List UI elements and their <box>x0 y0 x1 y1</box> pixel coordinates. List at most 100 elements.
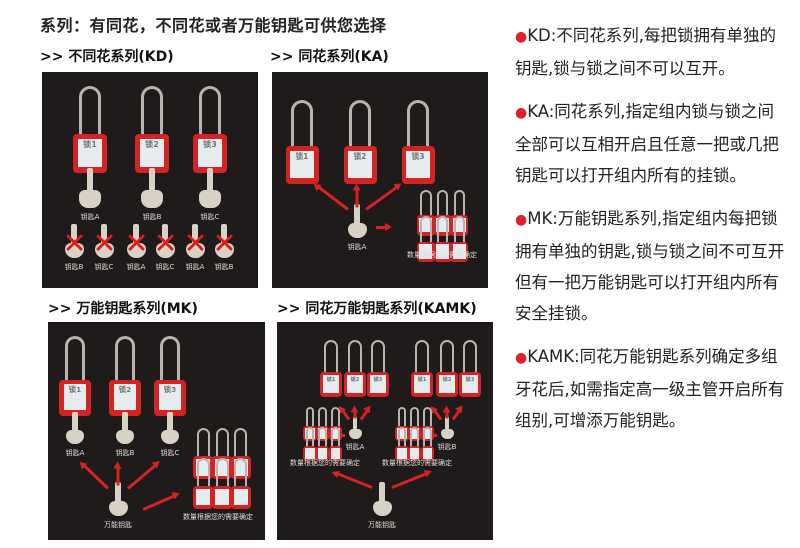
lock-label: 锁3 <box>462 374 478 393</box>
arrow-icon <box>451 408 462 421</box>
bullet-icon: ● <box>515 105 528 121</box>
lock-label <box>409 447 420 459</box>
kamk-header: >> 同花万能钥匙系列(KAMK) <box>277 301 477 317</box>
lock-label: 锁2 <box>347 374 363 393</box>
key-head <box>440 429 454 440</box>
key-icon: ✕ <box>63 224 87 260</box>
shackle <box>234 457 248 491</box>
lock-label <box>422 447 432 459</box>
cross-icon: ✕ <box>183 226 208 260</box>
key-icon <box>161 412 179 446</box>
lock-label: 锁3 <box>197 138 223 168</box>
cross-icon: ✕ <box>92 226 117 260</box>
lock-label <box>196 488 211 506</box>
key-icon: ✕ <box>92 224 117 260</box>
key-icon <box>372 482 392 518</box>
padlock <box>315 426 330 461</box>
padlock: 锁2 <box>343 100 377 184</box>
key-label: 钥匙B <box>142 213 162 221</box>
ka-header: >> 同花系列(KA) <box>270 49 389 65</box>
lock-label <box>305 447 315 459</box>
lock-label <box>233 488 249 506</box>
qty-label: 数量根据您的需要确定 <box>382 459 452 467</box>
key-icon <box>348 416 362 441</box>
padlock: 锁2 <box>109 336 141 416</box>
arrow-icon <box>376 223 392 231</box>
shackle <box>397 407 407 430</box>
desc-text: KA:同花系列,指定组内锁与锁之间全部可以互相开启且任意一把或几把钥匙可以打开组… <box>515 102 779 185</box>
key-label: 钥匙A <box>345 443 365 451</box>
key-blade <box>379 482 385 503</box>
key-blade <box>72 412 78 432</box>
arrow-icon <box>82 463 110 490</box>
shackle <box>397 426 407 450</box>
cross-icon: ✕ <box>153 226 178 260</box>
key-label: 万能钥匙 <box>368 521 396 529</box>
key-label: 钥匙A <box>185 263 205 271</box>
shackle <box>410 407 419 430</box>
key-icon <box>79 168 101 210</box>
shackle <box>140 86 164 139</box>
bullet-icon: ● <box>515 212 528 228</box>
desc-ka: ●KA:同花系列,指定组内锁与锁之间全部可以互相开启且任意一把或几把钥匙可以打开… <box>515 96 790 191</box>
key-blade <box>71 224 77 245</box>
key-blade <box>162 224 168 245</box>
qty-label: 数量根据您的需要确定 <box>407 251 477 259</box>
key-blade <box>101 224 107 245</box>
key-blade <box>122 412 128 432</box>
shackle <box>215 428 229 461</box>
padlock <box>193 457 214 509</box>
padlock: 锁2 <box>435 340 459 397</box>
shackle <box>305 426 315 450</box>
arrow-icon <box>142 494 176 511</box>
desc-text: KAMK:同花万能钥匙系列确定多组牙花后,如需指定高一级主管开启所有组别,可增添… <box>515 347 785 430</box>
shackle <box>414 340 430 376</box>
lock-label: 锁2 <box>348 150 372 178</box>
shackle <box>370 340 386 376</box>
key-label: 万能钥匙 <box>104 521 132 529</box>
key-blade <box>133 224 139 245</box>
arrow-icon <box>445 410 449 419</box>
key-icon <box>116 412 134 446</box>
description-list: ●KD:不同花系列,每把锁拥有单独的钥匙,锁与锁之间不可以互开。 ●KA:同花系… <box>515 20 790 448</box>
padlock <box>407 426 422 461</box>
arrow-icon <box>336 471 373 489</box>
padlock: 锁1 <box>410 340 434 397</box>
lock-label: 锁2 <box>113 384 137 411</box>
key-blade <box>115 482 121 503</box>
key-head <box>66 430 84 445</box>
key-blade <box>167 412 173 432</box>
shackle <box>422 426 432 450</box>
shackle <box>462 340 478 376</box>
shackle <box>318 407 327 430</box>
key-blade <box>206 168 214 193</box>
key-head <box>141 190 163 208</box>
padlock <box>420 426 435 461</box>
padlock <box>416 216 435 262</box>
key-head <box>372 501 392 517</box>
padlock: 锁3 <box>401 100 435 184</box>
lock-label <box>397 447 407 459</box>
key-icon <box>440 416 454 441</box>
lock-label: 锁1 <box>323 374 339 393</box>
lock-label: 锁3 <box>406 150 430 178</box>
lock-label: 锁3 <box>158 384 182 411</box>
key-label: 钥匙A <box>80 213 100 221</box>
shackle <box>347 340 363 376</box>
shackle <box>349 100 371 151</box>
bullet-icon: ● <box>515 29 528 45</box>
key-head <box>214 243 234 259</box>
key-head <box>347 223 367 239</box>
padlock <box>433 216 452 262</box>
shackle <box>234 428 248 461</box>
key-head <box>126 243 146 259</box>
key-head <box>116 430 134 445</box>
arrow-icon <box>391 471 428 489</box>
padlock <box>450 216 469 262</box>
shackle <box>407 100 429 151</box>
cross-icon: ✕ <box>212 226 237 260</box>
lock-label: 锁1 <box>77 138 103 168</box>
key-head <box>108 501 128 517</box>
